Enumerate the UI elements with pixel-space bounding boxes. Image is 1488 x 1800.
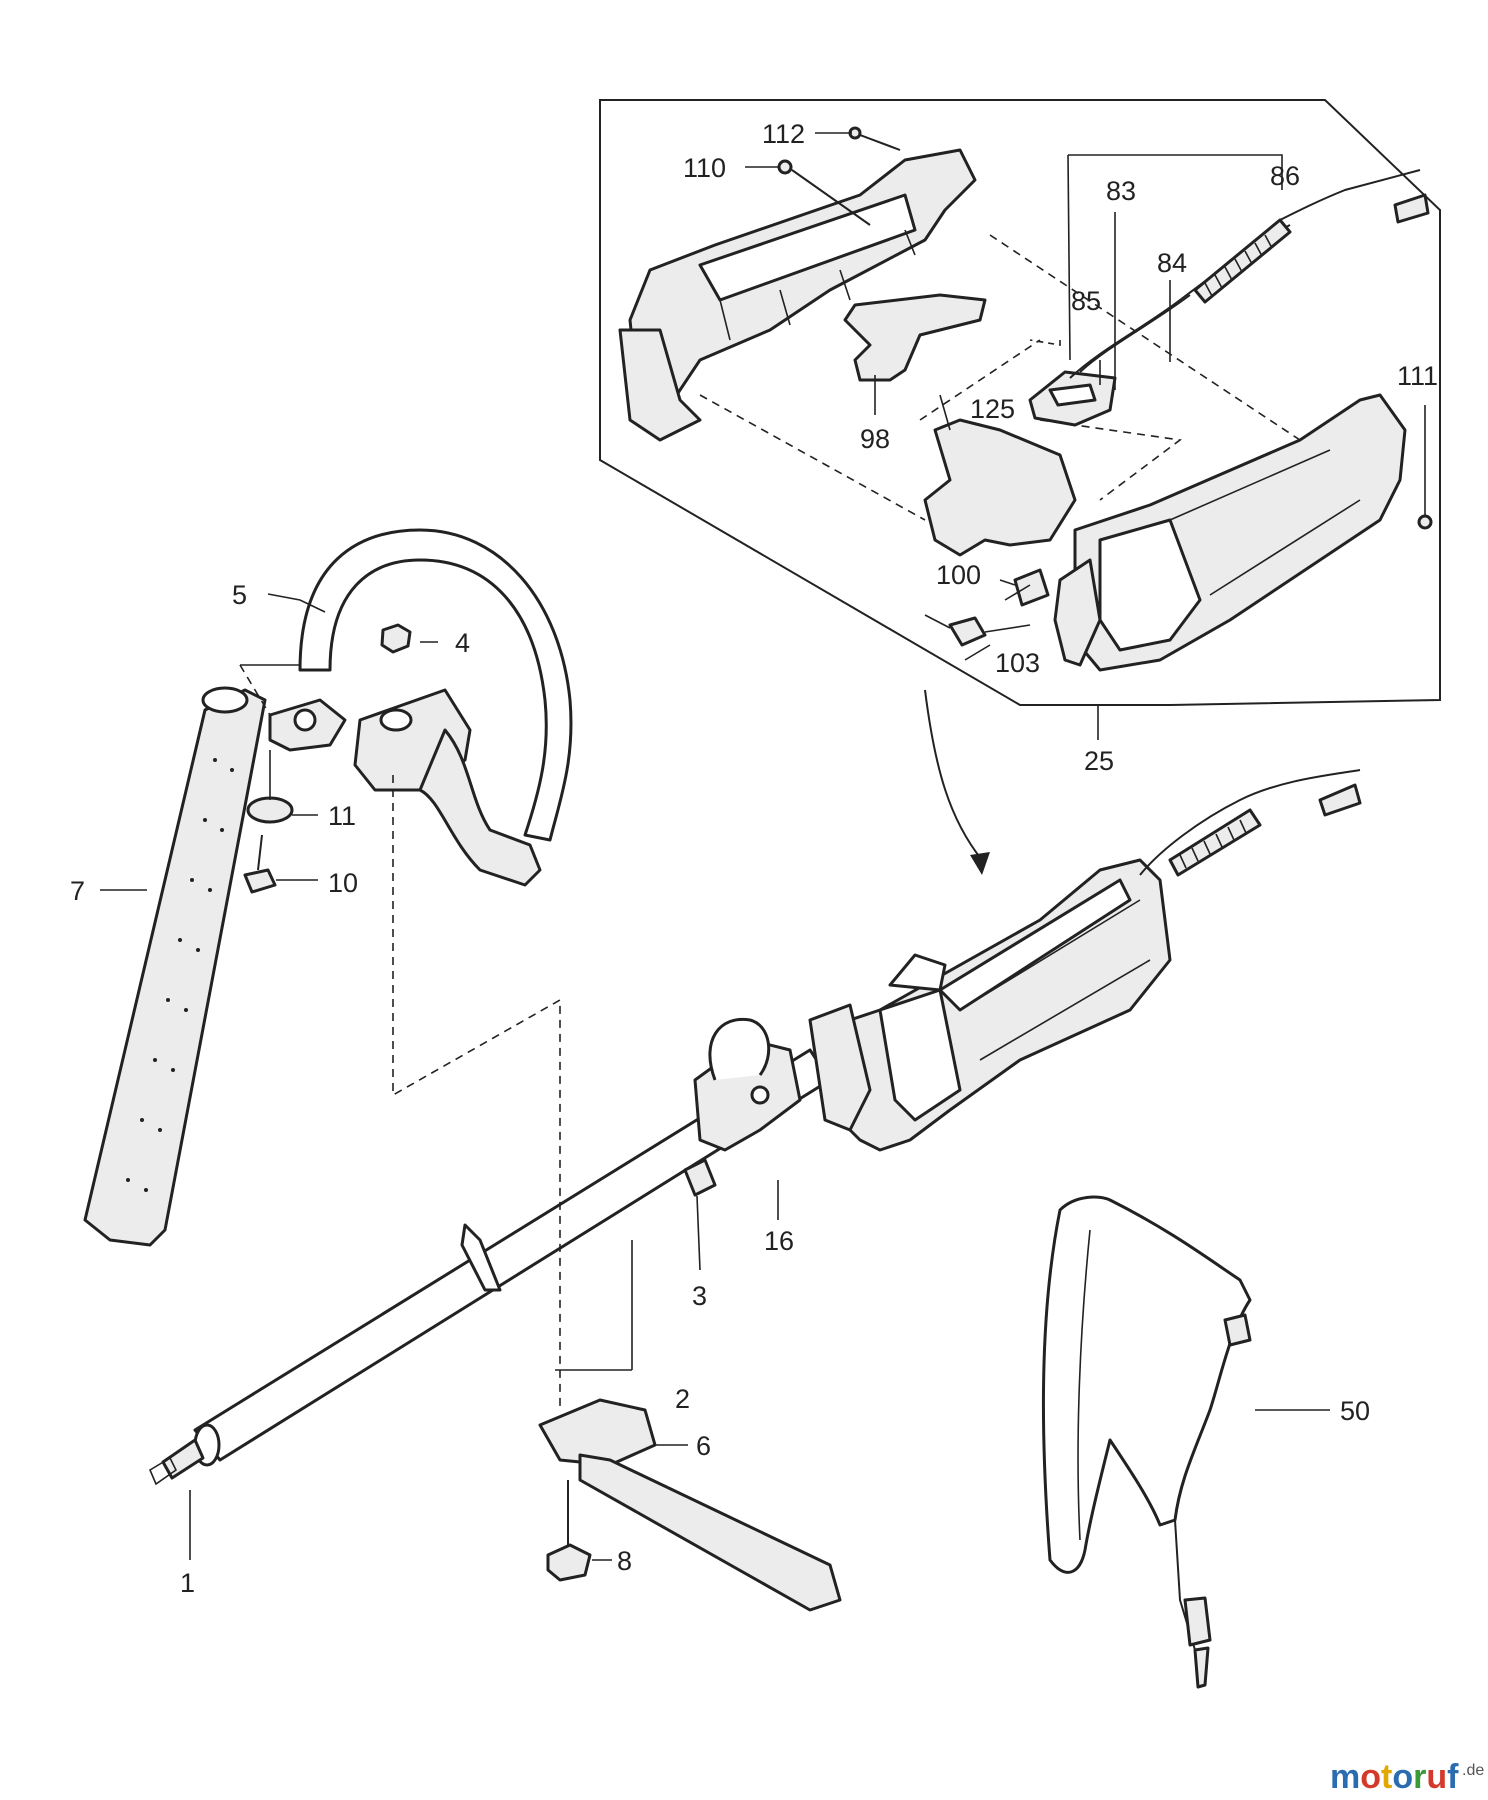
callout-7: 7 — [70, 876, 85, 906]
callout-112: 112 — [762, 119, 805, 149]
washer-11 — [246, 796, 294, 824]
stop-switch — [1028, 370, 1117, 427]
drive-shaft-tube — [148, 1048, 832, 1486]
callout-3: 3 — [692, 1281, 707, 1311]
callout-84: 84 — [1157, 248, 1187, 278]
loop-handle — [298, 528, 573, 887]
shoulder-strap — [1041, 1195, 1252, 1689]
main-leader-lines — [100, 593, 1330, 1561]
handle-clamp-piece — [268, 698, 347, 752]
callout-16: 16 — [764, 1226, 794, 1256]
callout-83: 83 — [1106, 176, 1136, 206]
inset-leader-lines — [745, 132, 1426, 740]
screw-112 — [848, 126, 901, 151]
lower-handle-shell — [1053, 393, 1407, 672]
shaft-stopper — [683, 1158, 717, 1197]
callout-1: 1 — [180, 1568, 195, 1598]
switch-cable-assembly — [1069, 169, 1430, 379]
barrier-bar — [538, 1398, 842, 1612]
callout-5: 5 — [232, 580, 247, 610]
callout-103: 103 — [995, 648, 1040, 678]
callout-25: 25 — [1084, 746, 1114, 776]
nut-111 — [1417, 514, 1433, 530]
callout-10: 10 — [328, 868, 358, 898]
main-handle-assembly — [808, 769, 1362, 1152]
callout-11: 11 — [328, 801, 356, 831]
callout-86: 86 — [1270, 161, 1300, 191]
throttle-trigger — [923, 418, 1077, 557]
inset-border — [599, 99, 1441, 706]
svg-text:.de: .de — [1462, 1762, 1484, 1779]
callout-98: 98 — [860, 424, 890, 454]
callout-50: 50 — [1340, 1396, 1370, 1426]
motoruf-watermark: motoruf .de — [1330, 1758, 1484, 1796]
upper-handle-shell — [618, 148, 977, 442]
callout-4: 4 — [455, 628, 470, 658]
callout-labels: 112 110 83 86 84 85 111 125 98 100 103 2… — [70, 119, 1438, 1598]
svg-text:motoruf: motoruf — [1330, 1758, 1459, 1796]
bolt-8 — [546, 1480, 592, 1582]
callout-110: 110 — [683, 153, 726, 183]
nut-4 — [380, 623, 412, 654]
callout-100: 100 — [936, 560, 981, 590]
screw-10 — [243, 834, 277, 894]
callout-8: 8 — [617, 1546, 632, 1576]
callout-6: 6 — [696, 1431, 711, 1461]
callout-85: 85 — [1071, 286, 1101, 316]
hanger-clamp — [693, 1017, 802, 1152]
grip-7 — [83, 686, 267, 1247]
callout-111: 111 — [1397, 361, 1438, 391]
callout-125: 125 — [970, 394, 1015, 424]
return-spring — [1004, 568, 1050, 607]
torsion-spring — [924, 614, 1031, 647]
assembly-arrow — [924, 689, 990, 875]
trigger-lever — [843, 293, 987, 382]
assembly-guides — [699, 234, 1301, 521]
callout-2: 2 — [675, 1384, 690, 1414]
